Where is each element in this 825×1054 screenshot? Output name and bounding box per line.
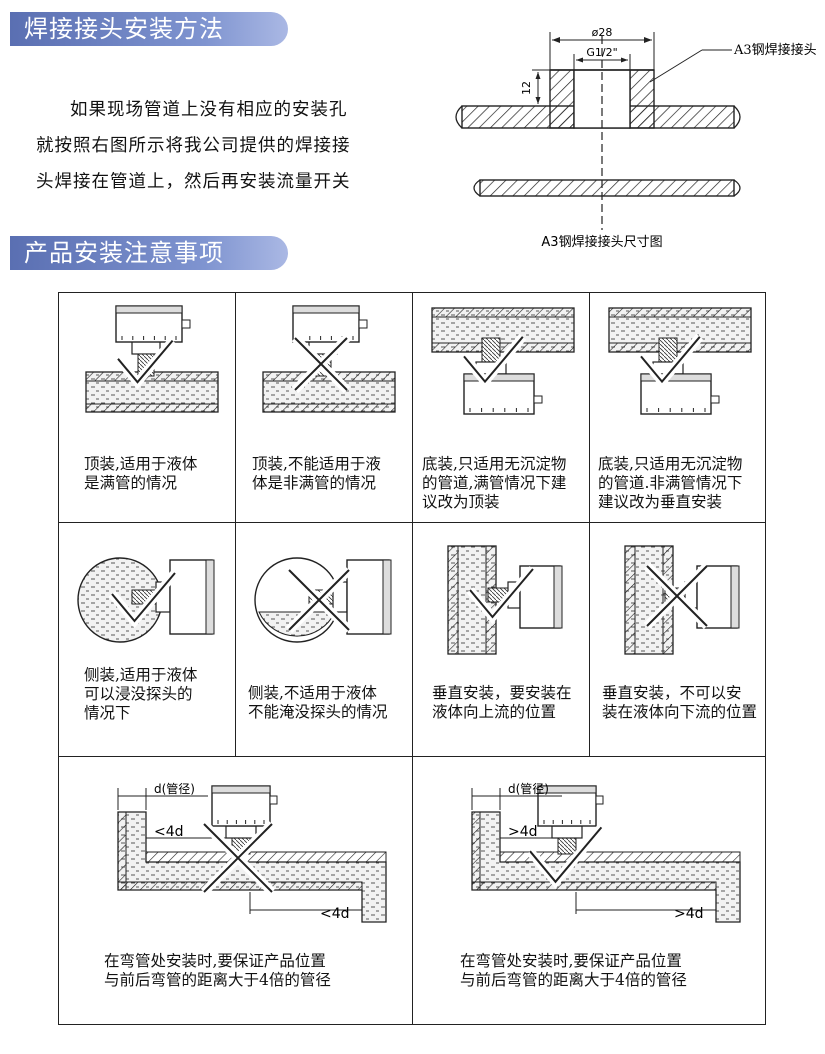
installation-grid [58,292,766,1025]
bend-left-dist1: <4d [154,824,184,840]
caption-top-full: 顶装,适用于液体是满管的情况 [84,455,198,492]
callout-label: A3钢焊接接头 [733,42,817,58]
caption-top-partial: 顶装,不能适用于液体是非满管的情况 [252,455,381,492]
caption-vertical-down: 垂直安装，不可以安装在液体向下流的位置 [602,684,758,721]
sensor-cap [292,305,360,314]
pipe-wall [262,403,396,413]
section-title-notes: 产品安装注意事项 [10,236,288,270]
bend-right-check-icon [529,826,603,884]
caption-vertical-up: 垂直安装，要安装在液体向上流的位置 [432,684,572,721]
caption-bend-right: 在弯管处安装时,要保证产品位置与前后弯管的距离大于4倍的管径 [460,952,687,989]
pipe-wall [431,342,575,353]
thread [481,337,501,363]
bend-left-d-label: d(管径) [154,781,195,796]
cell-3-check-icon [640,336,701,384]
dim-height: 12 [520,81,533,95]
hex-nut [225,825,257,839]
cell-1-cross-icon [294,337,348,391]
sensor-cap [115,305,183,314]
caption-side-ok: 侧装,适用于液体可以浸没探头的情况下 [84,666,198,722]
bend-right-d-label: d(管径) [508,781,549,796]
section-title-welding: 焊接接头安装方法 [10,12,288,46]
caption-bend-left: 在弯管处安装时,要保证产品位置与前后弯管的距离大于4倍的管径 [104,952,331,989]
weld-boss-right [629,69,655,129]
caption-bottom-full: 底装,只适用无沉淀物的管道,满管情况下建议改为顶装 [422,455,567,511]
cell-7-cross-icon [646,565,708,627]
pipe-wall [85,403,219,413]
bend-right-dist2: >4d [674,906,704,922]
weld-caption: A3钢焊接接头尺寸图 [541,234,662,248]
section-title-text: 焊接接头安装方法 [24,15,224,43]
sensor-cap [537,785,597,794]
caption-side-no: 侧装,不适用于液体不能淹没探头的情况 [248,684,388,721]
weld-joint-diagram: ø28 G1/2" 12 A3钢焊接接头 A3钢焊接接头尺寸图 [455,26,817,248]
pipe-wall [624,545,636,655]
pipe-wall [447,545,459,655]
dim-thread: G1/2" [586,46,617,59]
cell-2-check-icon [463,336,524,384]
sensor-cap [211,785,271,794]
pipe-wall [608,342,752,353]
dim-outer: ø28 [592,26,613,39]
bend-left-cross-icon [203,823,273,893]
cell-0-check-icon [117,339,174,384]
intro-text: 如果现场管道上没有相应的安装孔就按照右图所示将我公司提供的焊接接头焊接在管道上，… [36,100,351,192]
pipe-bottom-wall [479,179,735,197]
pipe-wall [431,307,575,318]
sensor-cap [463,373,535,382]
sensor-cap [640,373,712,382]
hex-nut [551,825,583,839]
thread [658,337,678,363]
section-title-text: 产品安装注意事项 [24,239,224,267]
thread [557,835,577,855]
bend-right-dist1: >4d [508,824,538,840]
cell-4-check-icon [111,572,176,623]
cell-6-check-icon [469,568,534,619]
bend-left-dist2: <4d [320,906,350,922]
caption-bottom-partial: 底装,只适用无沉淀物的管道.非满管情况下建议改为垂直安装 [598,455,743,511]
intro-paragraph: 如果现场管道上没有相应的安装孔就按照右图所示将我公司提供的焊接接头焊接在管道上，… [36,92,366,200]
pipe-wall [608,307,752,318]
cell-5-cross-icon [288,569,350,631]
